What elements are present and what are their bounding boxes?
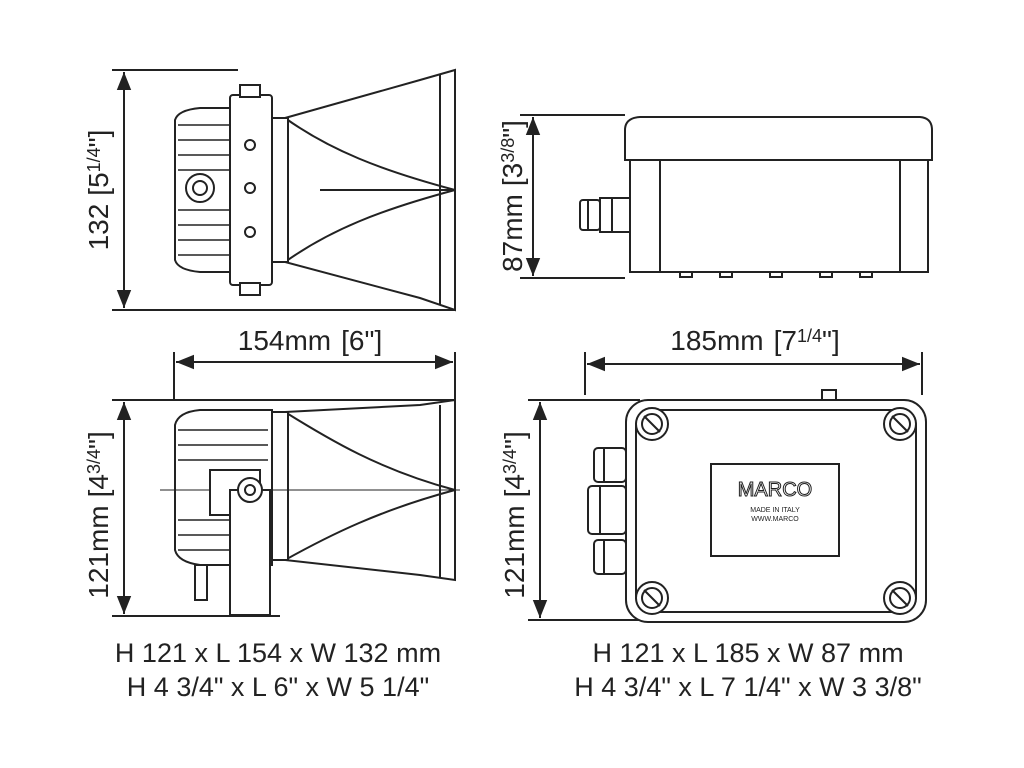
- label-line-1: MADE IN ITALY: [750, 507, 800, 514]
- box-side-view: [520, 114, 933, 279]
- caption-horn-in: H 4 3/4" x L 6" x W 5 1/4": [126, 672, 430, 702]
- screw-top-right: [883, 407, 917, 441]
- label-line-2: WWW.MARCO: [751, 516, 799, 523]
- box-height-label: 87mm[33/8"]: [497, 120, 528, 272]
- screw-bottom-right: [883, 581, 917, 615]
- caption-box-mm: H 121 x L 185 x W 87 mm: [592, 638, 904, 668]
- caption-box: H 121 x L 185 x W 87 mm H 4 3/4" x L 7 1…: [538, 636, 958, 704]
- screw-top-left: [635, 407, 669, 441]
- caption-horn: H 121 x L 154 x W 132 mm H 4 3/4" x L 6"…: [68, 636, 488, 704]
- horn-bottom-height-label: 121mm[43/4"]: [83, 431, 114, 598]
- horn-length-label: 154mm[6"]: [238, 325, 382, 356]
- box-length-label: 185mm[71/4"]: [670, 325, 839, 356]
- horn-top-view: [112, 352, 460, 617]
- caption-horn-mm: H 121 x L 154 x W 132 mm: [114, 638, 442, 668]
- box-bottom-height-label: 121mm[43/4"]: [499, 431, 530, 598]
- brand-label-plate: [710, 463, 840, 557]
- brand-logo: MARCO: [738, 479, 812, 501]
- horn-height-label: 132[51/4"]: [83, 130, 114, 251]
- box-top-view: [528, 352, 927, 623]
- horn-side-view: [112, 68, 456, 312]
- screw-bottom-left: [635, 581, 669, 615]
- caption-box-in: H 4 3/4" x L 7 1/4" x W 3 3/8": [574, 672, 922, 702]
